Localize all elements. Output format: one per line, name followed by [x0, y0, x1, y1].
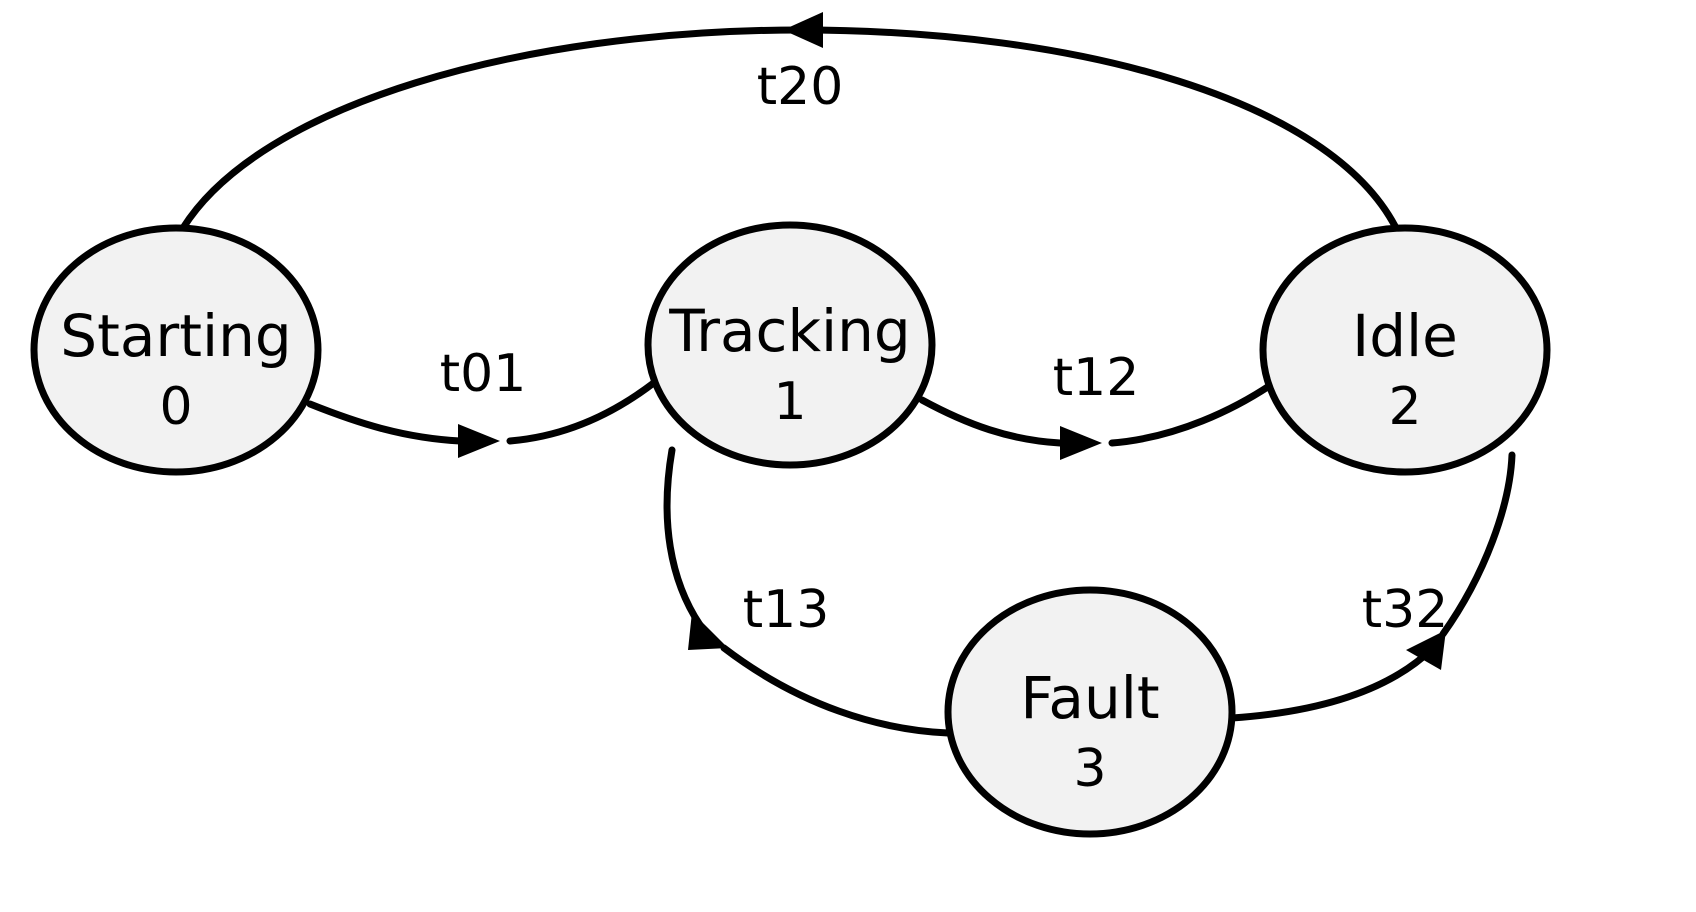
edge-t13-tail — [720, 644, 952, 737]
edge-t32-label: t32 — [1362, 580, 1449, 640]
edge-t13-label: t13 — [743, 580, 830, 640]
node-starting[interactable]: Starting 0 — [30, 224, 322, 476]
node-starting-shape — [30, 224, 322, 476]
edge-t01-label: t01 — [440, 344, 527, 404]
edge-t13-path — [663, 446, 704, 629]
node-starting-index: 0 — [159, 377, 192, 437]
node-idle-index: 2 — [1388, 377, 1421, 437]
node-tracking[interactable]: Tracking 1 — [644, 221, 936, 469]
edge-t13-arrowhead — [688, 612, 728, 650]
edge-t12-label: t12 — [1053, 348, 1140, 408]
edge-t32-arrowhead — [1406, 630, 1446, 670]
node-idle[interactable]: Idle 2 — [1259, 224, 1551, 476]
node-tracking-label: Tracking — [668, 297, 910, 365]
edge-t32[interactable]: t32 — [1228, 580, 1449, 722]
edge-t20-label: t20 — [757, 57, 844, 117]
edge-t20-arrowhead — [783, 12, 823, 48]
edge-t01[interactable]: t01 — [306, 344, 527, 458]
edge-t13[interactable]: t13 — [663, 446, 830, 650]
node-starting-label: Starting — [60, 302, 291, 370]
edge-t12-tail — [1108, 376, 1282, 447]
edge-t12-path — [918, 396, 1064, 447]
edge-t01-path — [306, 400, 464, 445]
node-fault[interactable]: Fault 3 — [944, 586, 1236, 838]
node-fault-label: Fault — [1020, 664, 1159, 732]
node-idle-label: Idle — [1352, 302, 1458, 370]
edge-t20[interactable]: t20 — [179, 12, 1400, 232]
edge-t01-tail — [506, 374, 664, 445]
edge-t12-arrowhead — [1060, 426, 1102, 460]
edge-t01-arrowhead — [458, 424, 500, 458]
node-tracking-index: 1 — [773, 372, 806, 432]
node-fault-index: 3 — [1073, 739, 1106, 799]
edge-t32-path — [1228, 644, 1437, 722]
edge-t32-tail — [1439, 451, 1516, 638]
edge-t12[interactable]: t12 — [918, 348, 1140, 460]
node-tracking-shape — [644, 221, 936, 469]
node-fault-shape — [944, 586, 1236, 838]
node-idle-shape — [1259, 224, 1551, 476]
